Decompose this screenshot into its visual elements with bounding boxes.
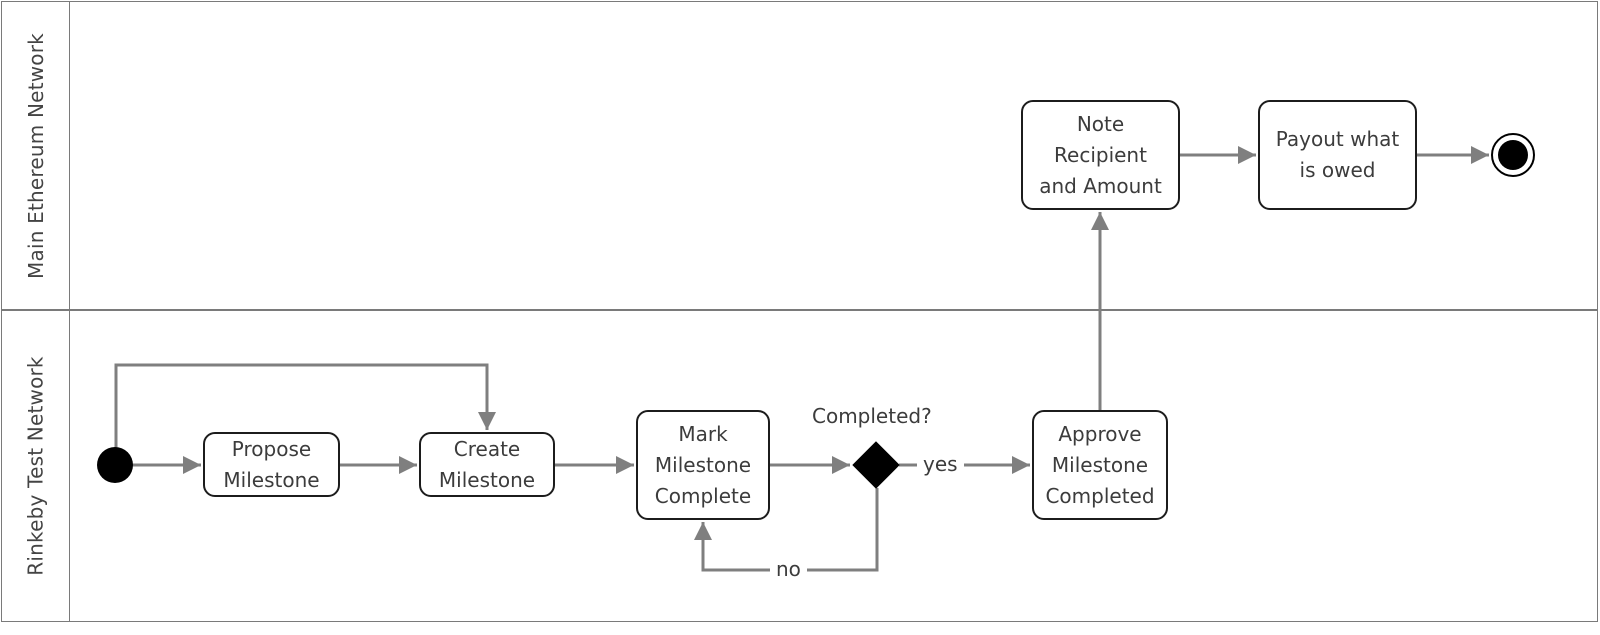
node-payout: Payout what is owed <box>1258 100 1417 210</box>
node-note-recipient-amount: Note Recipient and Amount <box>1021 100 1180 210</box>
decision-question: Completed? <box>812 404 932 428</box>
node-create-milestone: Create Milestone <box>419 432 555 497</box>
lane-label-rinkeby-test: Rinkeby Test Network <box>2 310 70 621</box>
node-approve-milestone-completed: Approve Milestone Completed <box>1032 410 1168 520</box>
node-propose-milestone: Propose Milestone <box>203 432 340 497</box>
edge-label-yes: yes <box>917 452 964 476</box>
start-node <box>97 447 133 483</box>
lane-main-ethereum: Main Ethereum Network <box>1 1 1598 311</box>
end-node-inner <box>1498 140 1528 170</box>
decision-diamond <box>852 441 900 489</box>
end-node <box>1491 133 1535 177</box>
edge-label-no: no <box>770 557 807 581</box>
edge-start-create-loop <box>114 363 496 448</box>
node-mark-milestone-complete: Mark Milestone Complete <box>636 410 770 520</box>
lane-label-main-ethereum: Main Ethereum Network <box>2 2 70 310</box>
lane-rinkeby-test: Rinkeby Test Network <box>1 309 1598 622</box>
